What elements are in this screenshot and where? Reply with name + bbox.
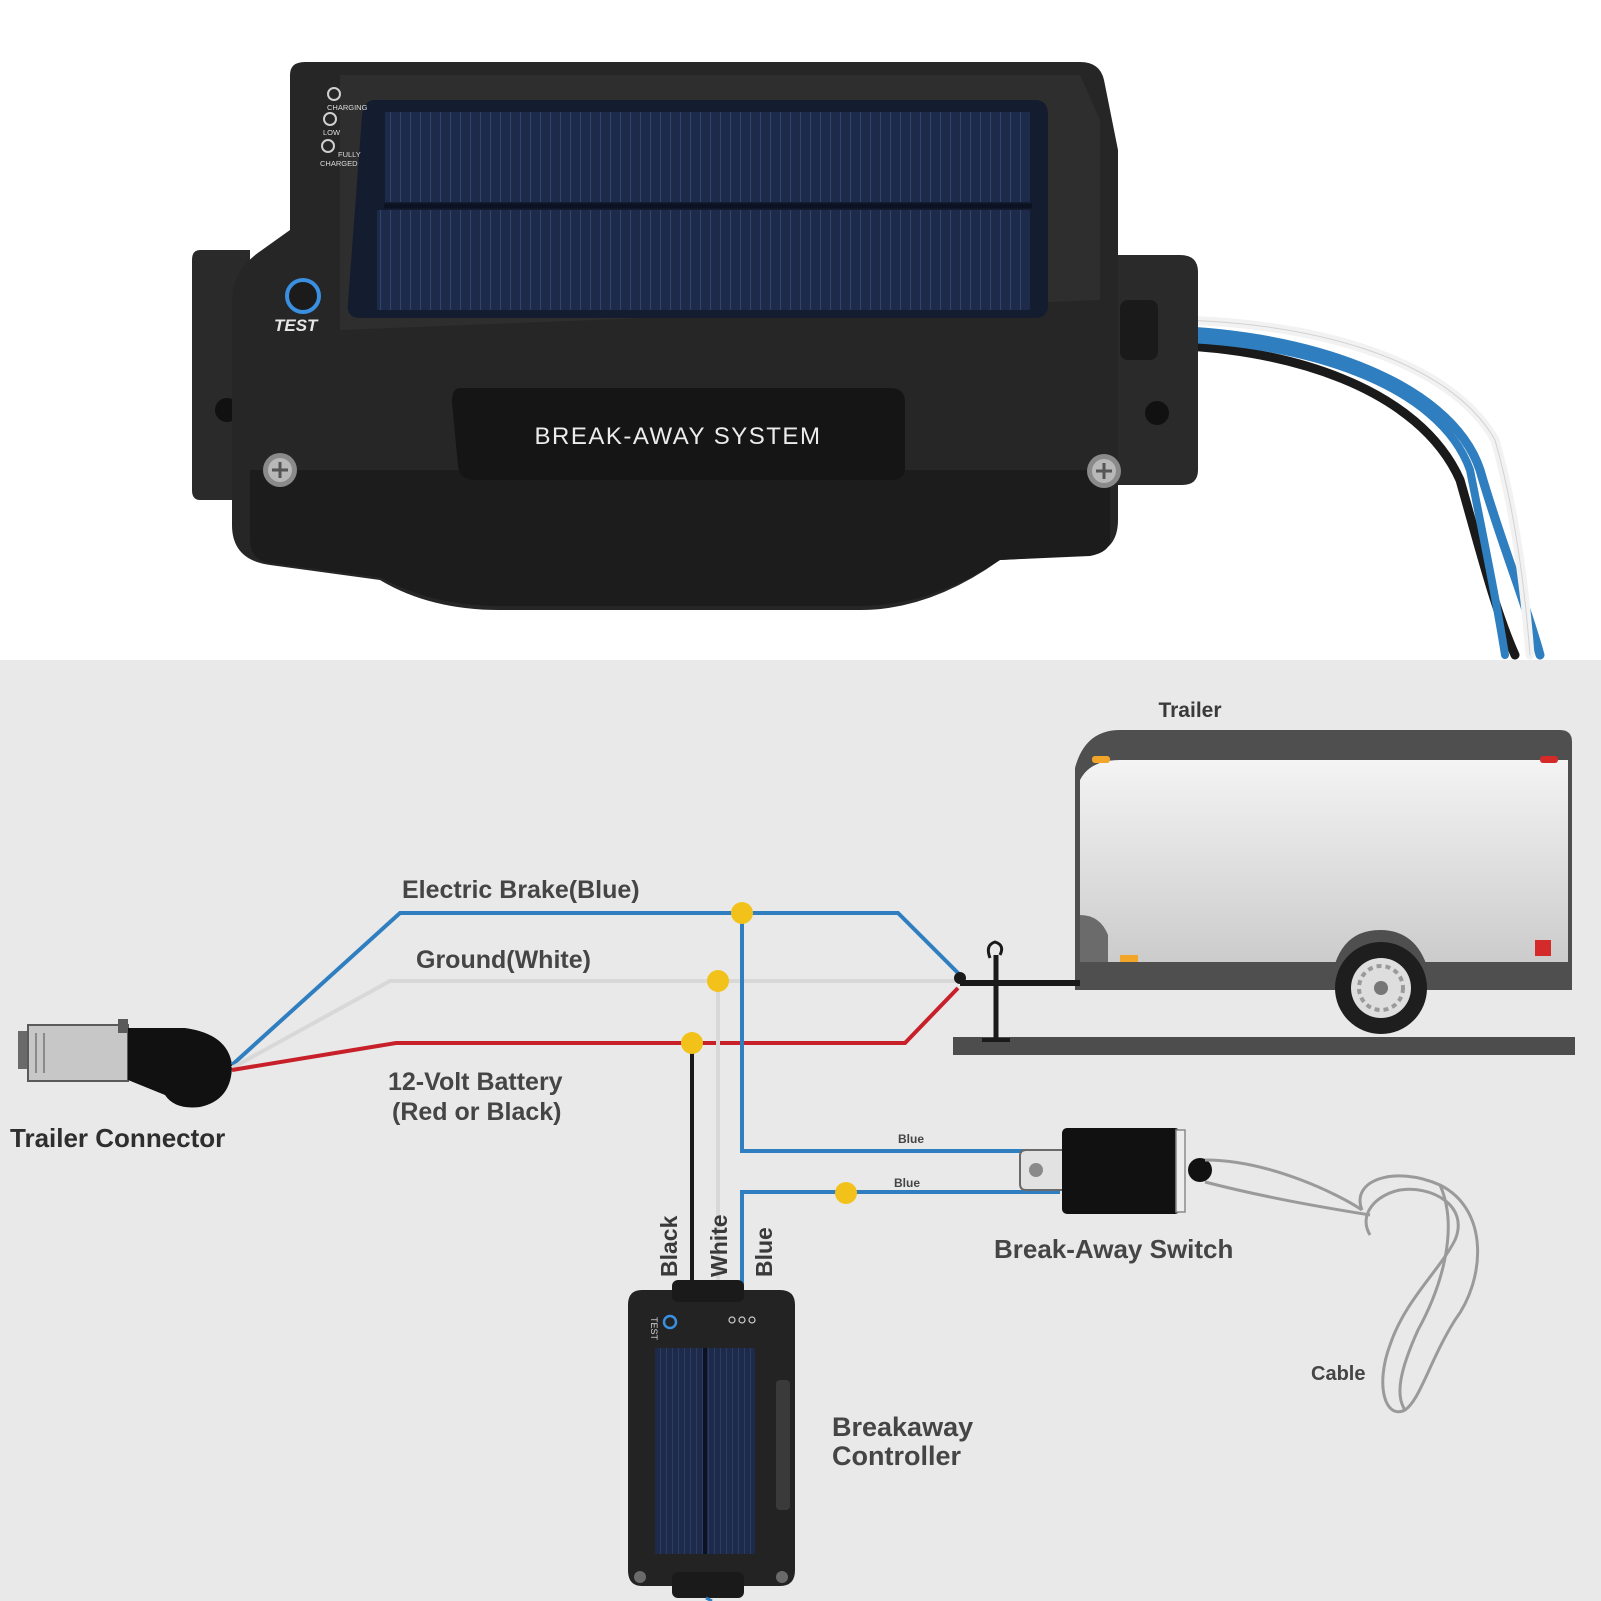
electric-brake-wire <box>230 911 962 1067</box>
switch-wire-label-2: Blue <box>894 1176 920 1190</box>
rear-marker-light-icon <box>1540 756 1558 763</box>
solar-panel <box>347 100 1048 318</box>
led-label-charged: CHARGED <box>320 159 358 168</box>
ground-label: Ground(White) <box>416 946 591 974</box>
black-wire-label: Black <box>656 1215 682 1277</box>
wiring-diagram: Trailer Trailer Connector <box>10 699 1575 1601</box>
white-wire-label: White <box>706 1214 732 1277</box>
breakaway-switch-label: Break-Away Switch <box>994 1234 1233 1264</box>
led-label-low: LOW <box>323 128 341 137</box>
side-marker-light-icon <box>1120 955 1138 962</box>
junction-dots <box>681 902 857 1204</box>
led-label-fully: FULLY <box>338 150 361 159</box>
breakaway-controller-icon: TEST <box>628 1280 795 1601</box>
trailer-connector-icon <box>18 1019 232 1108</box>
junction-dot-switch <box>835 1182 857 1204</box>
trailer-wheel-icon <box>1335 942 1427 1034</box>
front-marker-light-icon <box>1092 756 1110 763</box>
housing-base <box>250 470 1110 606</box>
controller-test-button-icon <box>662 1314 678 1330</box>
trailer-illustration: Trailer <box>953 699 1575 1055</box>
wire-grommet <box>1120 300 1158 360</box>
test-button-label: TEST <box>274 316 319 335</box>
right-mount-hole <box>1145 401 1169 425</box>
switch-blue-return-wire <box>740 1190 1060 1198</box>
trailer-connector-label: Trailer Connector <box>10 1123 225 1153</box>
battery-wire <box>231 986 960 1072</box>
test-button[interactable]: TEST <box>274 278 321 335</box>
electric-brake-label: Electric Brake(Blue) <box>402 876 640 904</box>
junction-dot-brake <box>731 902 753 924</box>
nameplate: BREAK-AWAY SYSTEM <box>452 388 905 480</box>
battery-label-line-1: 12-Volt Battery <box>388 1068 563 1096</box>
status-led-panel: CHARGING LOW FULLY CHARGED <box>320 87 368 168</box>
product-wire-bundle <box>1145 315 1545 660</box>
controller-test-label: TEST <box>649 1317 659 1341</box>
cable-label: Cable <box>1311 1363 1365 1385</box>
right-screw-icon <box>1087 454 1121 488</box>
breakaway-controller-product: CHARGING LOW FULLY CHARGED TEST BREAK-AW… <box>192 62 1545 660</box>
low-led-icon <box>323 112 337 126</box>
hitch-point <box>954 972 966 984</box>
controller-to-switch-blue-wire <box>740 913 1032 1153</box>
trailer-side-panel <box>1080 760 1568 975</box>
battery-label-line-2: (Red or Black) <box>392 1098 561 1126</box>
junction-dot-battery <box>681 1032 703 1054</box>
charging-led-icon <box>327 87 341 101</box>
switch-wire-label-1: Blue <box>898 1132 924 1146</box>
ground-line <box>953 1037 1575 1055</box>
ground-wire <box>231 979 955 1070</box>
trailer-frame <box>1080 962 1568 990</box>
wire-paths <box>230 911 1060 1290</box>
fully-charged-led-icon <box>321 139 335 153</box>
left-screw-icon <box>263 453 297 487</box>
jack-handle-icon <box>986 940 1004 959</box>
cable-icon <box>1204 1158 1479 1414</box>
breakaway-switch-icon <box>1019 1128 1212 1214</box>
tail-light-icon <box>1535 940 1551 956</box>
test-button-ring-icon <box>285 278 321 314</box>
right-mounting-flange <box>1110 255 1198 485</box>
nameplate-text: BREAK-AWAY SYSTEM <box>535 423 822 450</box>
trailer-label: Trailer <box>1158 699 1221 722</box>
junction-dot-ground <box>707 970 729 992</box>
led-label-charging: CHARGING <box>327 103 368 112</box>
blue-wire-label: Blue <box>751 1227 777 1277</box>
controller-label-line-2: Controller <box>832 1441 961 1471</box>
controller-label-line-1: Breakaway <box>832 1412 973 1442</box>
